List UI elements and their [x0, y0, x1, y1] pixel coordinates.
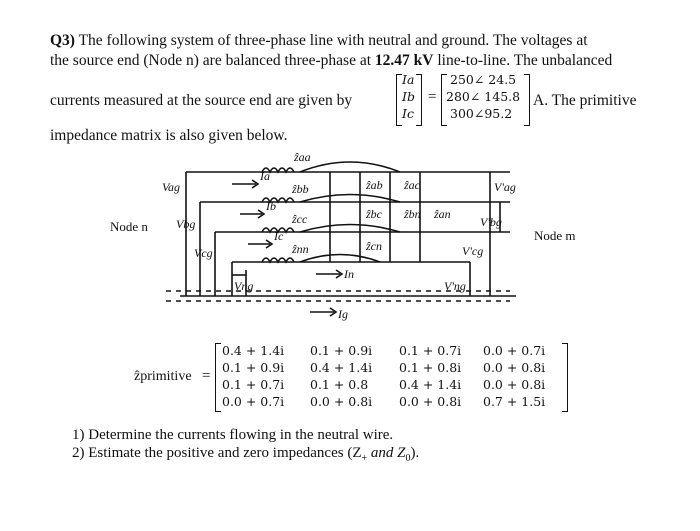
- matrix-cell: 0.4 + 1.4i: [310, 360, 373, 375]
- node-m-label: Node m: [534, 228, 576, 243]
- z-cn: ẑcn: [365, 239, 382, 253]
- question-text-2: the source end (Node n) are balanced thr…: [50, 52, 375, 69]
- coupling-a: [299, 161, 401, 173]
- coil-cc: [261, 227, 295, 234]
- coil-bb: [261, 197, 295, 204]
- matrix-cell: 0.0 + 0.7i: [222, 394, 285, 409]
- bracket-left: [396, 74, 402, 126]
- matrix-cell: 0.0 + 0.8i: [310, 394, 373, 409]
- coil-nn: [261, 257, 295, 264]
- i-c: Ic: [273, 229, 284, 243]
- matrix-cell: 0.4 + 1.4i: [399, 377, 462, 392]
- matrix-equals: =: [202, 368, 211, 384]
- task-1: 1) Determine the currents flowing in the…: [72, 427, 394, 443]
- task-2-sub-zero: 0: [405, 453, 411, 464]
- z-ab: ẑab: [365, 178, 383, 192]
- current-value-a: 250∠ 24.5: [450, 72, 517, 87]
- coil-aa: [261, 167, 295, 174]
- task-2-text: 2) Estimate the positive and zero impeda…: [72, 445, 362, 461]
- z-ac: ẑac: [403, 178, 421, 192]
- question-text-1: The following system of three-phase line…: [78, 32, 588, 49]
- matrix-cell: 0.0 + 0.8i: [483, 377, 546, 392]
- z-aa: ẑaa: [293, 150, 311, 164]
- matrix-label: ẑprimitive: [134, 369, 192, 384]
- current-label-c: Ic: [402, 106, 414, 121]
- coupling-c: [299, 223, 401, 233]
- coupling-n: [299, 253, 381, 263]
- question-text-3: currents measured at the source end are …: [50, 92, 353, 109]
- v-ng: Vng: [234, 279, 253, 293]
- z-bb: ẑbb: [291, 182, 309, 196]
- matrix-bracket-left: [215, 343, 221, 412]
- voltage-value: 12.47 kV: [374, 52, 434, 69]
- bracket-right-2: [524, 74, 530, 126]
- v-bg-prime: V'bg: [480, 215, 502, 229]
- v-ag: Vag: [162, 180, 180, 194]
- v-cg: Vcg: [194, 246, 213, 260]
- current-label-a: Ia: [402, 72, 415, 87]
- matrix-cell: 0.0 + 0.8i: [483, 360, 546, 375]
- question-text-3b: A. The primitive: [533, 92, 637, 109]
- v-ng-prime: V'ng: [444, 279, 466, 293]
- bracket-right: [416, 74, 422, 126]
- matrix-cell: 0.1 + 0.7i: [222, 377, 285, 392]
- i-a: Ia: [259, 169, 270, 183]
- matrix-cell: 0.0 + 0.7i: [483, 343, 546, 358]
- current-value-c: 300∠95.2: [450, 106, 513, 121]
- coupling-b: [299, 193, 401, 203]
- current-label-b: Ib: [402, 89, 415, 104]
- matrix-cell: 0.1 + 0.8: [310, 377, 369, 392]
- equals-sign: =: [428, 89, 437, 105]
- v-ag-prime: V'ag: [494, 180, 516, 194]
- question-number: Q3): [50, 32, 75, 49]
- z-cc: ẑcc: [291, 212, 308, 226]
- node-n-label: Node n: [110, 219, 148, 234]
- v-bg: Vbg: [176, 217, 195, 231]
- matrix-cell: 0.4 + 1.4i: [222, 343, 285, 358]
- matrix-cell: 0.7 + 1.5i: [483, 394, 546, 409]
- i-g: Ig: [337, 307, 348, 321]
- i-n: In: [343, 267, 354, 281]
- current-value-b: 280∠ 145.8: [446, 89, 521, 104]
- task-2-text-c: ).: [410, 445, 420, 461]
- z-bn: ẑbn: [403, 207, 421, 221]
- question-text-2b: line-to-line. The unbalanced: [433, 52, 613, 69]
- task-2-sub-plus: +: [361, 453, 368, 464]
- matrix-cell: 0.1 + 0.9i: [310, 343, 373, 358]
- matrix-cell: 0.1 + 0.9i: [222, 360, 285, 375]
- question-line-1: Q3) The following system of three-phase …: [50, 32, 588, 50]
- question-line-4: impedance matrix is also given below.: [50, 127, 288, 144]
- bracket-left-2: [441, 74, 447, 126]
- z-nn: ẑnn: [291, 242, 309, 256]
- task-2: 2) Estimate the positive and zero impeda…: [72, 445, 419, 464]
- task-2-text-b: and Z: [370, 445, 406, 461]
- matrix-cell: 0.1 + 0.7i: [399, 343, 462, 358]
- question-line-2: the source end (Node n) are balanced thr…: [50, 52, 612, 70]
- v-cg-prime: V'cg: [462, 244, 483, 258]
- matrix-cell: 0.0 + 0.8i: [399, 394, 462, 409]
- i-b: Ib: [265, 199, 276, 213]
- question-line-3: currents measured at the source end are …: [50, 92, 352, 110]
- z-bc: ẑbc: [365, 207, 383, 221]
- matrix-bracket-right: [562, 343, 568, 412]
- matrix-cell: 0.1 + 0.8i: [399, 360, 462, 375]
- z-an: ẑan: [433, 207, 451, 221]
